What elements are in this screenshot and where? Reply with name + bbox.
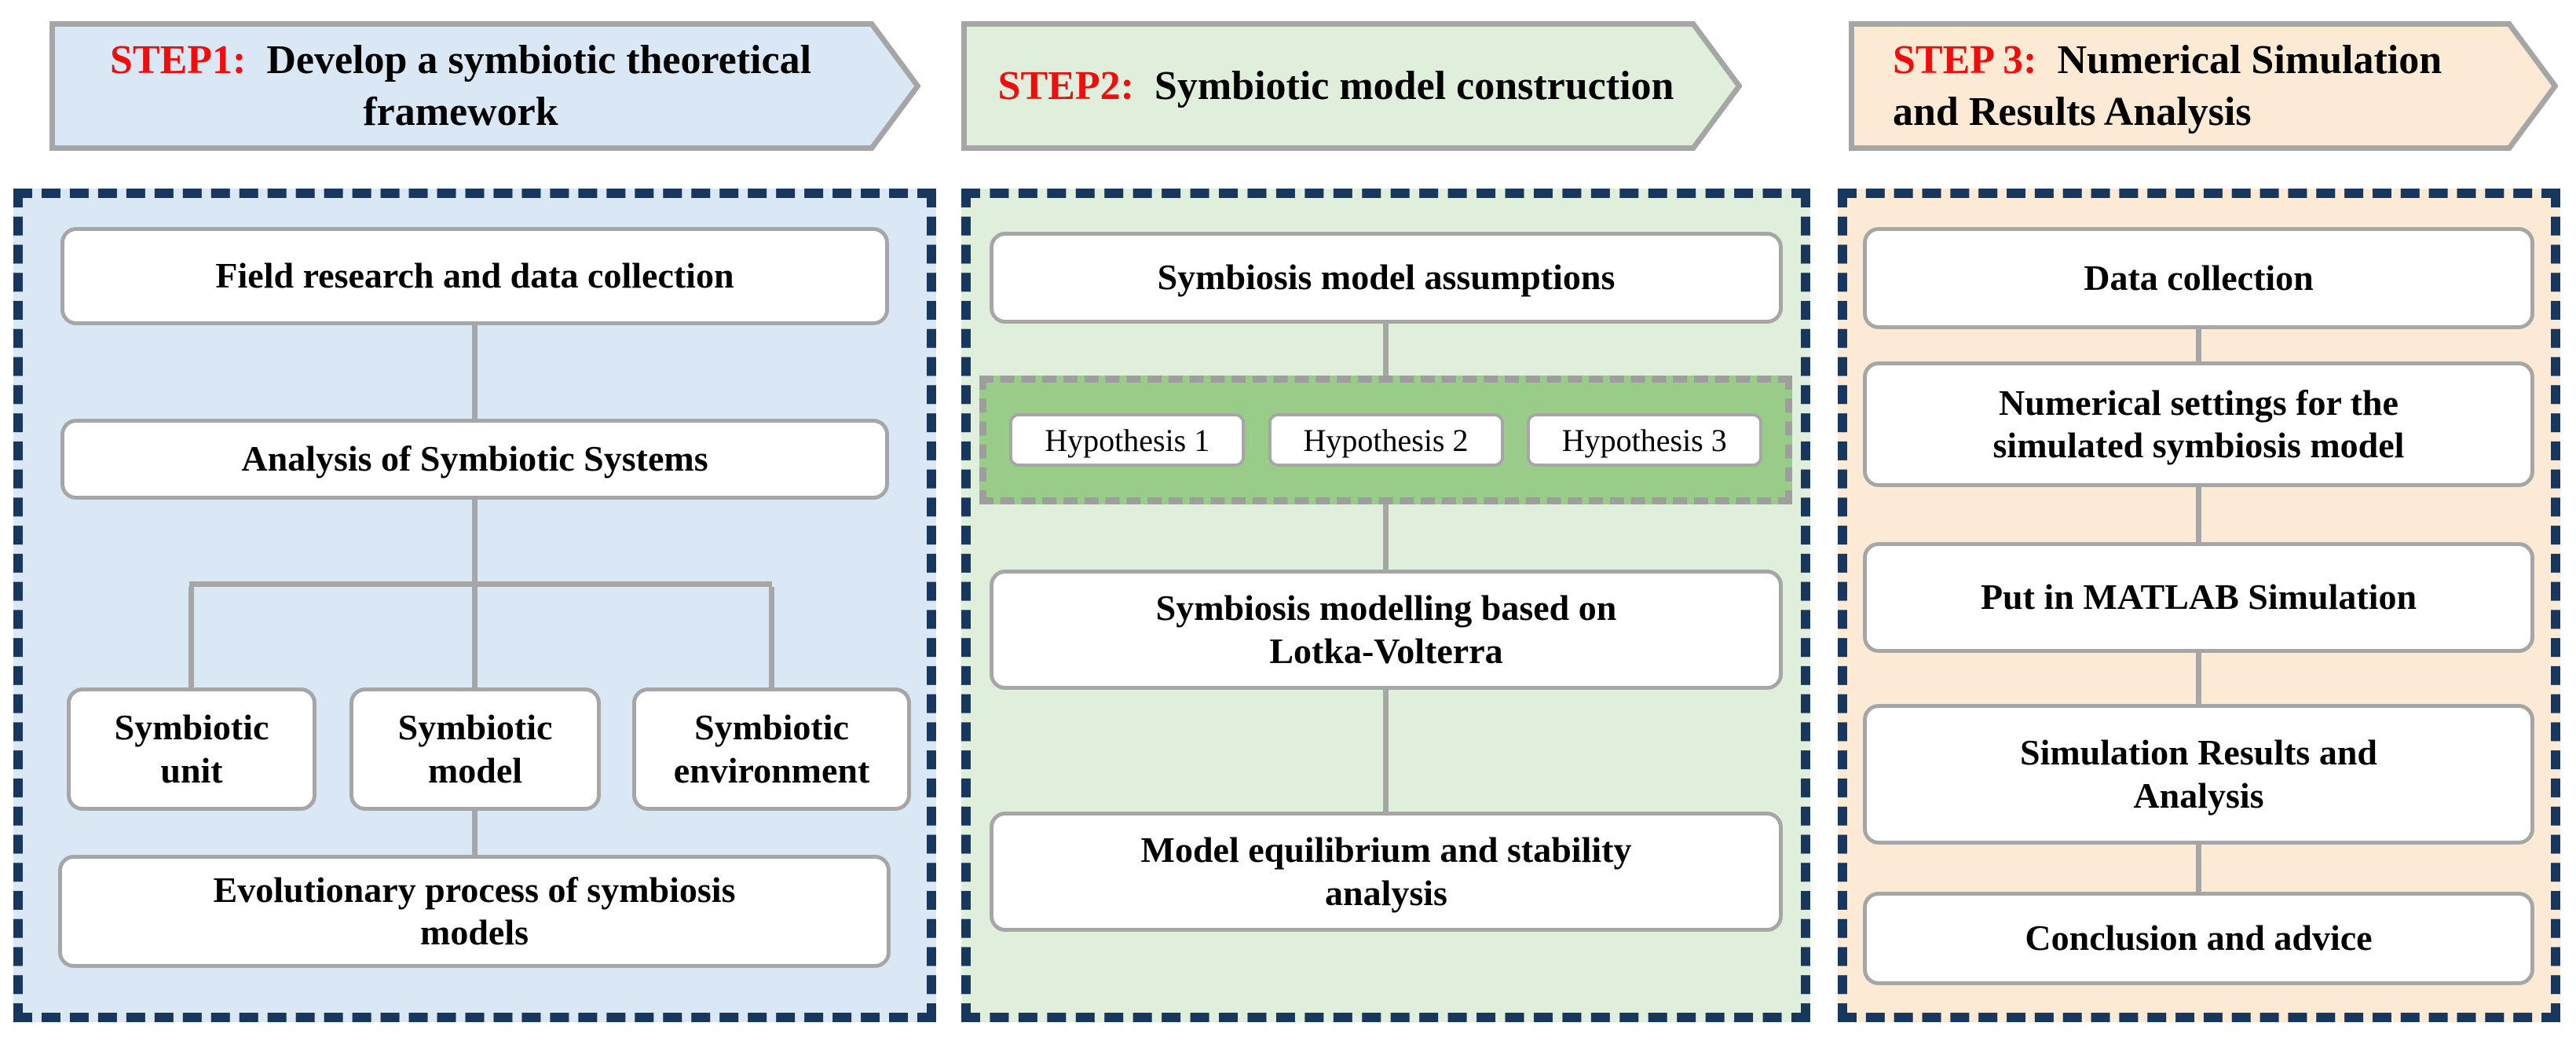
step2-title: Symbiotic model construction xyxy=(1154,63,1674,108)
connector-line xyxy=(1383,504,1389,570)
node-hypothesis-2-label: Hypothesis 2 xyxy=(1303,422,1469,458)
node-equilibrium-stability: Model equilibrium and stability analysis xyxy=(990,812,1783,932)
step1-banner-text: STEP1: Develop a symbiotic theoretical fr… xyxy=(49,21,920,151)
node-conclusion-advice: Conclusion and advice xyxy=(1863,892,2534,985)
connector-line xyxy=(1383,324,1389,376)
node-hypothesis-1: Hypothesis 1 xyxy=(1009,413,1246,467)
node-equilibrium-label: Model equilibrium and stability analysis xyxy=(1140,830,1632,913)
node-hypothesis-1-label: Hypothesis 1 xyxy=(1045,422,1210,458)
node-field-research: Field research and data collection xyxy=(60,227,889,325)
node-symbiotic-model: Symbiotic model xyxy=(349,687,601,811)
connector-line xyxy=(472,811,478,855)
node-data-collection: Data collection xyxy=(1863,227,2534,329)
connector-line xyxy=(472,325,478,419)
node-matlab-simulation: Put in MATLAB Simulation xyxy=(1863,542,2534,653)
step1-banner: STEP1: Develop a symbiotic theoretical fr… xyxy=(49,21,920,151)
node-model-assumptions: Symbiosis model assumptions xyxy=(990,232,1783,324)
step1-panel: Field research and data collection Analy… xyxy=(13,189,936,1022)
connector-line xyxy=(188,587,194,687)
node-lotka-volterra-modelling: Symbiosis modelling based on Lotka-Volte… xyxy=(990,570,1783,690)
step3-banner: STEP 3:Numerical Simulation and Results … xyxy=(1849,21,2558,151)
node-evolutionary-label: Evolutionary process of symbiosis models xyxy=(213,869,736,952)
step3-banner-text: STEP 3:Numerical Simulation and Results … xyxy=(1849,21,2558,151)
connector-line xyxy=(1383,690,1389,812)
step1-label: STEP1: xyxy=(109,37,247,82)
node-symbiotic-environment-label: Symbiotic environment xyxy=(673,707,870,790)
node-assumptions-label: Symbiosis model assumptions xyxy=(1157,257,1615,298)
step3-arrow-shape xyxy=(1849,21,2558,151)
node-hypothesis-2: Hypothesis 2 xyxy=(1268,413,1504,467)
node-hypothesis-3: Hypothesis 3 xyxy=(1526,413,1762,467)
node-symbiotic-unit: Symbiotic unit xyxy=(67,687,317,811)
connector-line xyxy=(472,587,478,687)
node-numerical-settings: Numerical settings for the simulated sym… xyxy=(1863,361,2534,487)
connector-line xyxy=(2196,487,2201,542)
connector-line xyxy=(769,587,774,687)
node-modelling-label: Symbiosis modelling based on Lotka-Volte… xyxy=(1155,588,1617,671)
node-symbiotic-unit-label: Symbiotic unit xyxy=(114,707,269,790)
hypotheses-container: Hypothesis 1 Hypothesis 2 Hypothesis 3 xyxy=(979,376,1792,504)
step3-title: Numerical Simulation and Results Analysi… xyxy=(1893,37,2442,134)
step2-banner-text: STEP2: Symbiotic model construction xyxy=(961,21,1742,151)
connector-line xyxy=(2196,329,2201,361)
step1-arrow-shape xyxy=(49,21,920,151)
step2-banner: STEP2: Symbiotic model construction xyxy=(961,21,1742,151)
node-data-collection-label: Data collection xyxy=(2084,257,2314,298)
node-hypothesis-3-label: Hypothesis 3 xyxy=(1561,422,1727,458)
connector-line xyxy=(2196,845,2201,892)
node-simulation-results: Simulation Results and Analysis xyxy=(1863,704,2534,845)
node-analysis-symbiotic-systems: Analysis of Symbiotic Systems xyxy=(60,419,889,500)
step3-label: STEP 3: xyxy=(1893,37,2037,82)
node-results-label: Simulation Results and Analysis xyxy=(2019,732,2377,816)
node-symbiotic-environment: Symbiotic environment xyxy=(632,687,911,811)
connector-line xyxy=(2196,653,2201,704)
step3-panel: Data collection Numerical settings for t… xyxy=(1838,189,2560,1022)
step1-title: Develop a symbiotic theoretical framewor… xyxy=(266,37,812,134)
node-field-research-label: Field research and data collection xyxy=(215,255,734,296)
step2-panel: Symbiosis model assumptions Hypothesis 1… xyxy=(961,189,1810,1022)
node-numerical-settings-label: Numerical settings for the simulated sym… xyxy=(1992,382,2405,465)
node-conclusion-label: Conclusion and advice xyxy=(2025,918,2373,959)
step2-label: STEP2: xyxy=(997,63,1134,108)
node-analysis-label: Analysis of Symbiotic Systems xyxy=(241,438,708,479)
node-matlab-label: Put in MATLAB Simulation xyxy=(1980,577,2417,618)
branch-bar xyxy=(189,581,772,587)
node-evolutionary-process: Evolutionary process of symbiosis models xyxy=(58,855,891,968)
step2-arrow-shape xyxy=(961,21,1742,151)
connector-line xyxy=(472,500,478,581)
node-symbiotic-model-label: Symbiotic model xyxy=(397,707,553,790)
